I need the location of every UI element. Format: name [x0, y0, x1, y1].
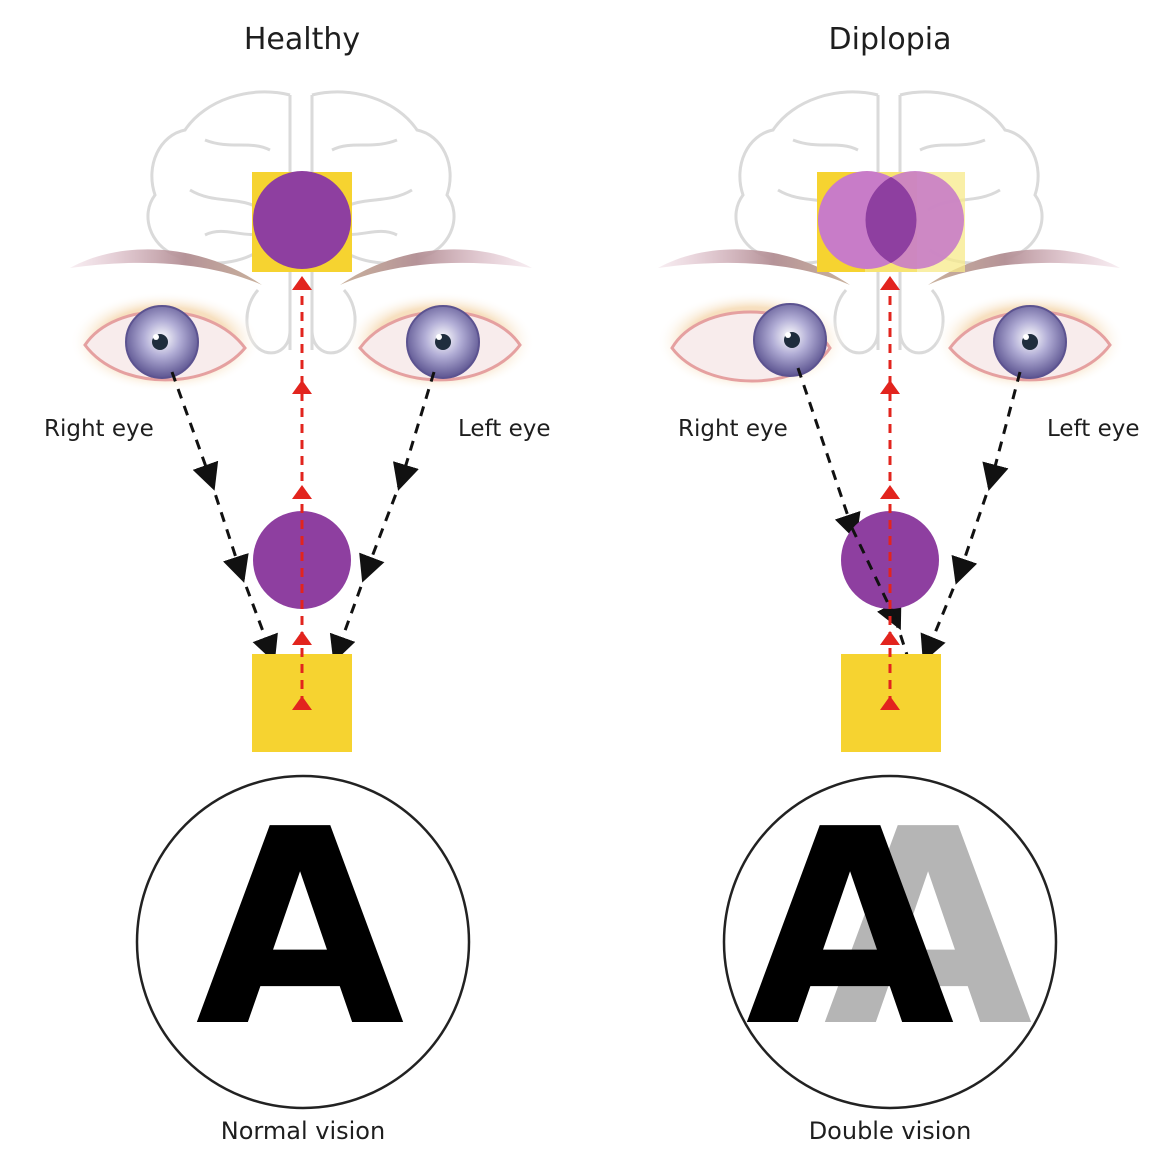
- healthy-vision-circle: [135, 774, 471, 1110]
- diplopia-left-eyebrow: [928, 249, 1120, 285]
- diplopia-vision-circle: [722, 774, 1058, 1110]
- diplopia-brain-overlap: [865, 177, 917, 263]
- healthy-right-eye-label: Right eye: [44, 416, 154, 442]
- diplopia-left-eye-label: Left eye: [1047, 416, 1140, 442]
- healthy-title: Healthy: [243, 22, 361, 57]
- diplopia-right-eye-label: Right eye: [678, 416, 788, 442]
- diplopia-vision-letter: A: [746, 771, 957, 1086]
- healthy-signal-path: [292, 276, 312, 710]
- healthy-caption: Normal vision: [220, 1117, 386, 1145]
- healthy-lines-of-sight: [170, 371, 436, 669]
- healthy-right-eyebrow: [70, 249, 262, 285]
- diplopia-left-eye: [935, 292, 1125, 392]
- diplopia-right-eyebrow: [658, 249, 850, 285]
- healthy-left-eye-label: Left eye: [458, 416, 551, 442]
- diplopia-ghost-letter: A: [824, 771, 1035, 1086]
- healthy-left-eyebrow: [340, 249, 532, 285]
- healthy-right-eye: [70, 292, 260, 392]
- diplopia-right-eye: [657, 292, 847, 392]
- healthy-left-eye: [345, 292, 535, 392]
- diplopia-panel: A A: [657, 90, 1125, 1110]
- diplopia-signal-path: [880, 276, 900, 710]
- diplopia-caption: Double vision: [808, 1117, 972, 1145]
- diplopia-title: Diplopia: [828, 22, 952, 57]
- healthy-brain-purple-circle: [253, 171, 351, 269]
- healthy-vision-letter: A: [196, 771, 407, 1086]
- healthy-panel: A: [70, 90, 535, 1110]
